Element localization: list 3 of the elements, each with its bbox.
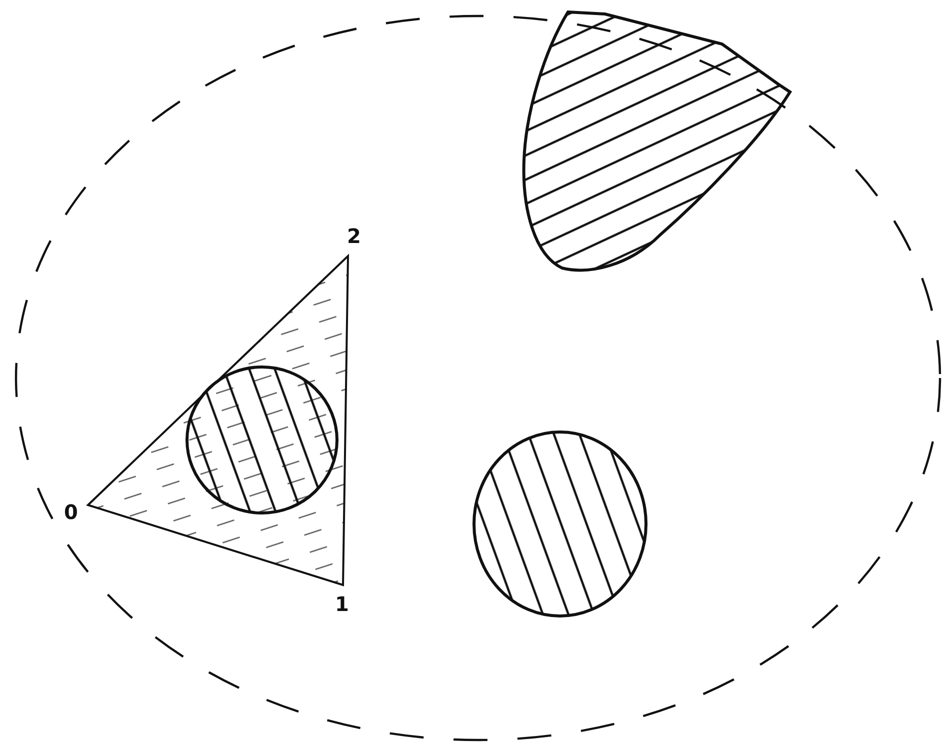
vertex-label: 0 — [64, 502, 78, 522]
vertex-label: 1 — [335, 594, 349, 614]
vertex-label: 2 — [347, 226, 361, 246]
